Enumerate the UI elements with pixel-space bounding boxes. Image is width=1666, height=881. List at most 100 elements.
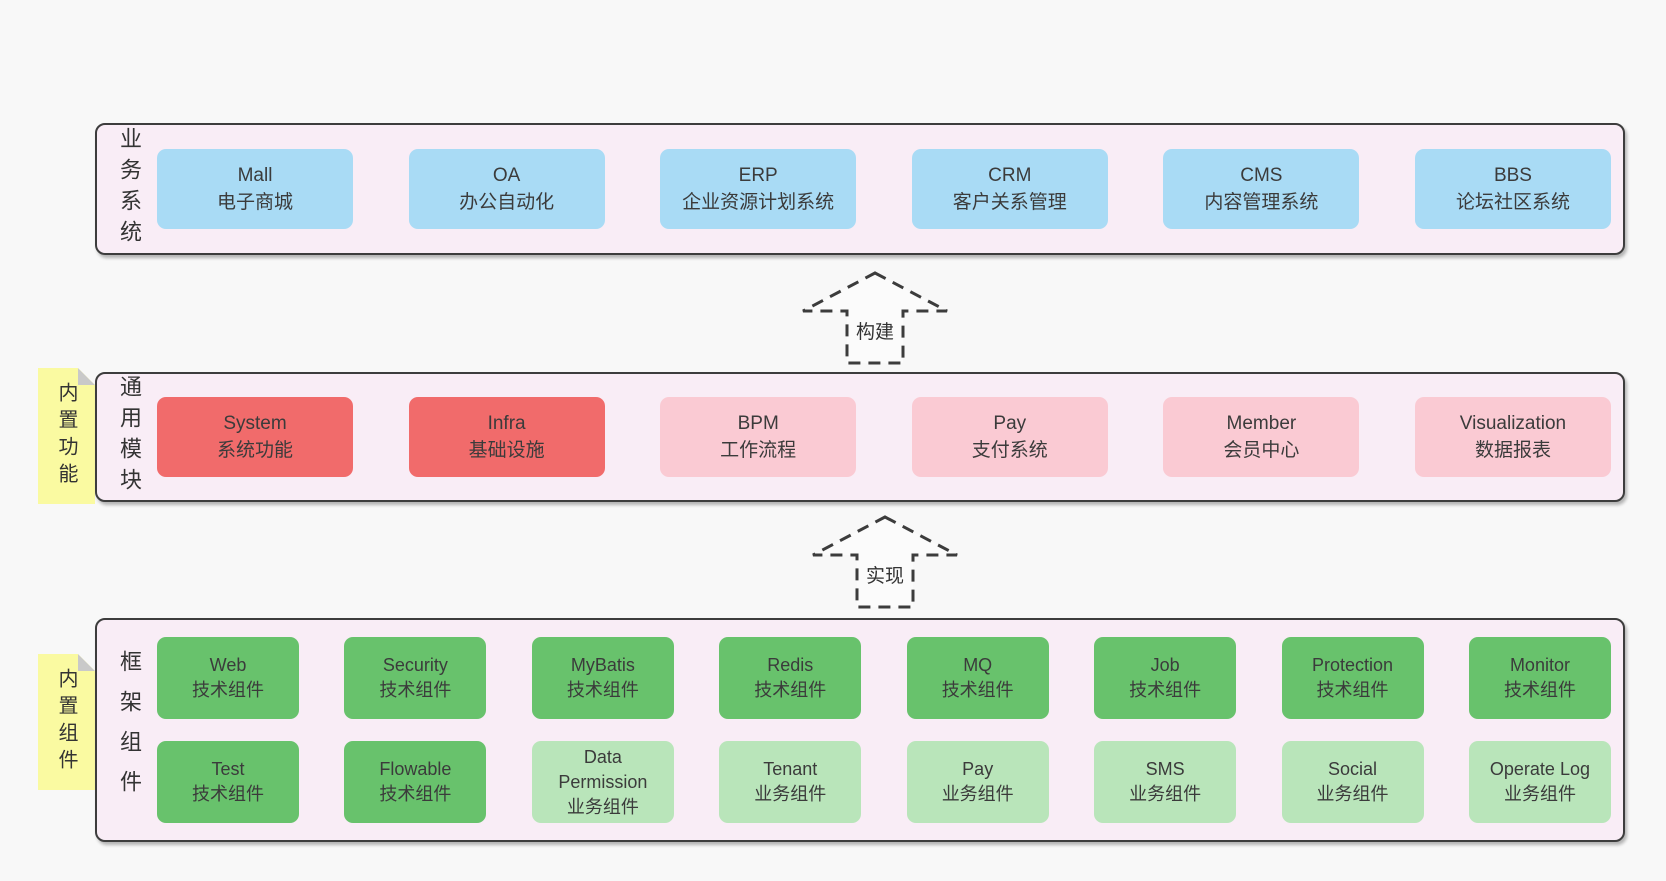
box-name: Infra xyxy=(487,413,526,434)
box-name: Job xyxy=(1150,655,1180,675)
box-desc: 技术组件 xyxy=(1503,680,1576,700)
implement-arrow: 实现 xyxy=(810,514,960,610)
box-desc: 基础设施 xyxy=(468,440,545,461)
module-box-oa: OA 办公自动化 xyxy=(408,149,605,229)
box-desc: 业务组件 xyxy=(1316,784,1389,804)
box-name: Data Permission xyxy=(558,746,648,792)
box-name: System xyxy=(223,413,287,434)
box-name: Operate Log xyxy=(1489,759,1590,779)
box-desc: 技术组件 xyxy=(379,784,452,804)
build-arrow: 构建 xyxy=(800,270,950,366)
layer-side-label: 框架组件 xyxy=(117,650,142,810)
box-desc: 技术组件 xyxy=(941,680,1014,700)
module-box-pay: Pay 业务组件 xyxy=(906,741,1049,823)
box-desc: 业务组件 xyxy=(566,796,639,817)
box-name: Test xyxy=(211,759,245,779)
box-name: Web xyxy=(209,655,247,675)
box-name: Mall xyxy=(237,165,273,186)
module-box-redis: Redis 技术组件 xyxy=(719,637,862,719)
module-box-social: Social 业务组件 xyxy=(1281,741,1424,823)
module-box-pay: Pay 支付系统 xyxy=(911,397,1108,477)
sticky-note-builtin-features: 内置功能 xyxy=(38,368,95,504)
box-desc: 工作流程 xyxy=(720,440,797,461)
box-name: MyBatis xyxy=(570,655,635,675)
box-row: Mall 电子商城 OA 办公自动化 ERP 企业资源计划系统 CRM 客户关系管理 CMS 内容… xyxy=(157,149,1611,229)
box-desc: 内容管理系统 xyxy=(1204,192,1319,213)
module-box-crm: CRM 客户关系管理 xyxy=(911,149,1108,229)
note-fold-icon xyxy=(78,368,95,385)
module-box-mybatis: MyBatis 技术组件 xyxy=(531,637,674,719)
box-desc: 技术组件 xyxy=(192,680,264,700)
box-desc: 办公自动化 xyxy=(459,192,555,213)
box-name: Social xyxy=(1328,759,1378,779)
box-desc: 技术组件 xyxy=(1129,680,1202,700)
layer-side-label: 业务系统 xyxy=(117,127,142,251)
box-desc: 企业资源计划系统 xyxy=(682,192,835,213)
box-name: BBS xyxy=(1493,165,1532,186)
box-name: Flowable xyxy=(379,759,452,779)
box-name: Visualization xyxy=(1459,413,1567,434)
arrow-label: 实现 xyxy=(862,561,908,588)
box-name: Monitor xyxy=(1509,655,1570,675)
box-desc: 业务组件 xyxy=(941,784,1014,804)
box-name: Protection xyxy=(1312,655,1394,675)
box-name: ERP xyxy=(738,165,778,186)
layer-business-systems: 业务系统 Mall 电子商城 OA 办公自动化 ERP 企业资源计划系统 CRM 客户关系管理… xyxy=(95,123,1625,255)
box-desc: 技术组件 xyxy=(566,680,639,700)
module-box-operate-log: Operate Log 业务组件 xyxy=(1468,741,1611,823)
box-grid: Mall 电子商城 OA 办公自动化 ERP 企业资源计划系统 CRM 客户关系管理 CMS 内容… xyxy=(157,125,1623,253)
sticky-note-builtin-components: 内置组件 xyxy=(38,654,95,790)
arrow-label: 构建 xyxy=(852,317,898,344)
module-box-member: Member 会员中心 xyxy=(1163,397,1360,477)
box-name: Member xyxy=(1226,413,1297,434)
box-name: Redis xyxy=(767,655,814,675)
box-name: Tenant xyxy=(763,759,818,779)
box-desc: 支付系统 xyxy=(971,440,1048,461)
box-name: Pay xyxy=(962,759,994,779)
box-desc: 业务组件 xyxy=(754,784,827,804)
module-box-data-permission: Data Permission 业务组件 xyxy=(531,741,674,823)
box-name: Pay xyxy=(993,413,1027,434)
box-desc: 技术组件 xyxy=(754,680,827,700)
module-box-mq: MQ 技术组件 xyxy=(906,637,1049,719)
module-box-monitor: Monitor 技术组件 xyxy=(1468,637,1611,719)
box-desc: 业务组件 xyxy=(1503,784,1576,804)
layer-side-label: 通用模块 xyxy=(117,375,142,499)
box-name: CRM xyxy=(988,165,1032,186)
module-box-cms: CMS 内容管理系统 xyxy=(1163,149,1360,229)
box-name: CMS xyxy=(1240,165,1283,186)
box-name: OA xyxy=(492,165,521,186)
box-desc: 论坛社区系统 xyxy=(1455,192,1570,213)
box-desc: 数据报表 xyxy=(1474,440,1551,461)
module-box-tenant: Tenant 业务组件 xyxy=(719,741,862,823)
box-name: Security xyxy=(382,655,448,675)
module-box-bpm: BPM 工作流程 xyxy=(660,397,857,477)
box-desc: 电子商城 xyxy=(216,192,293,213)
module-box-job: Job 技术组件 xyxy=(1094,637,1237,719)
module-box-flowable: Flowable 技术组件 xyxy=(344,741,487,823)
module-box-visualization: Visualization 数据报表 xyxy=(1414,397,1611,477)
module-box-erp: ERP 企业资源计划系统 xyxy=(660,149,857,229)
note-text: 内置功能 xyxy=(55,382,77,490)
note-fold-icon xyxy=(78,654,95,671)
module-box-infra: Infra 基础设施 xyxy=(408,397,605,477)
box-desc: 会员中心 xyxy=(1223,440,1300,461)
box-name: MQ xyxy=(963,655,993,675)
module-box-security: Security 技术组件 xyxy=(344,637,487,719)
box-desc: 技术组件 xyxy=(379,680,452,700)
module-box-web: Web 技术组件 xyxy=(157,637,299,719)
box-name: SMS xyxy=(1145,759,1185,779)
box-name: BPM xyxy=(737,413,779,434)
box-desc: 客户关系管理 xyxy=(952,192,1067,213)
